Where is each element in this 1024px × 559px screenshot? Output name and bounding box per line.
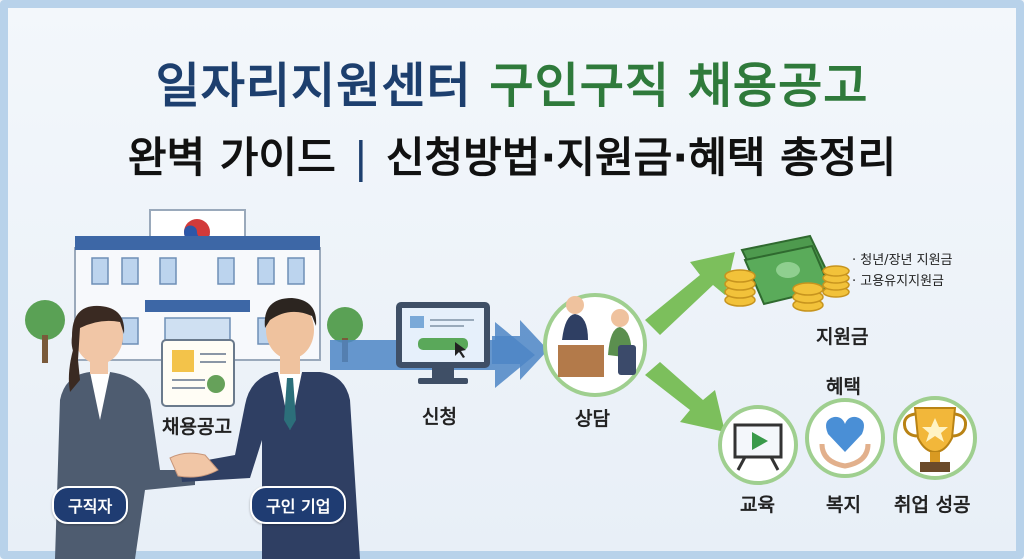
consultation-icon xyxy=(543,293,647,397)
arrow-to-subsidy xyxy=(645,252,735,335)
trophy-icon xyxy=(893,396,977,480)
online-application-monitor-icon xyxy=(396,302,490,384)
subtitle-right: 신청방법·지원금·혜택 총정리 xyxy=(385,133,897,182)
benefits-label: 혜택 xyxy=(826,376,861,398)
subtitle-divider: | xyxy=(353,133,368,182)
welfare-heart-icon xyxy=(805,398,885,478)
arrow-to-benefits xyxy=(645,362,725,432)
job-posting-label: 채용공고 xyxy=(162,416,232,438)
education-label: 교육 xyxy=(740,494,775,516)
handshake-icon xyxy=(169,452,219,478)
employment-success-label: 취업 성공 xyxy=(894,494,971,516)
subtitle-left: 완벽 가이드 xyxy=(127,133,336,182)
page-subtitle: 완벽 가이드 | 신청방법·지원금·혜택 총정리 xyxy=(0,124,1024,185)
money-stack-icon xyxy=(724,234,850,312)
job-seeker-badge: 구직자 xyxy=(52,486,129,524)
page-title: 일자리지원센터 구인구직 채용공고 xyxy=(0,46,1024,116)
subsidy-list: · 청년/장년 지원금 · 고용유지지원금 xyxy=(852,250,953,292)
apply-label: 신청 xyxy=(422,406,457,428)
subsidy-item: · 고용유지지원금 xyxy=(852,274,944,289)
subsidy-item: · 청년/장년 지원금 xyxy=(852,253,953,268)
subsidy-label: 지원금 xyxy=(816,326,869,348)
title-part-recruit: 구인구직 채용공고 xyxy=(489,58,869,114)
arrow-to-consult xyxy=(492,320,548,380)
consult-label: 상담 xyxy=(575,408,610,430)
education-icon xyxy=(718,405,798,485)
title-part-center: 일자리지원센터 xyxy=(155,58,472,114)
job-posting-document-icon xyxy=(161,339,235,407)
employer-badge: 구인 기업 xyxy=(250,486,347,524)
welfare-label: 복지 xyxy=(826,494,861,516)
